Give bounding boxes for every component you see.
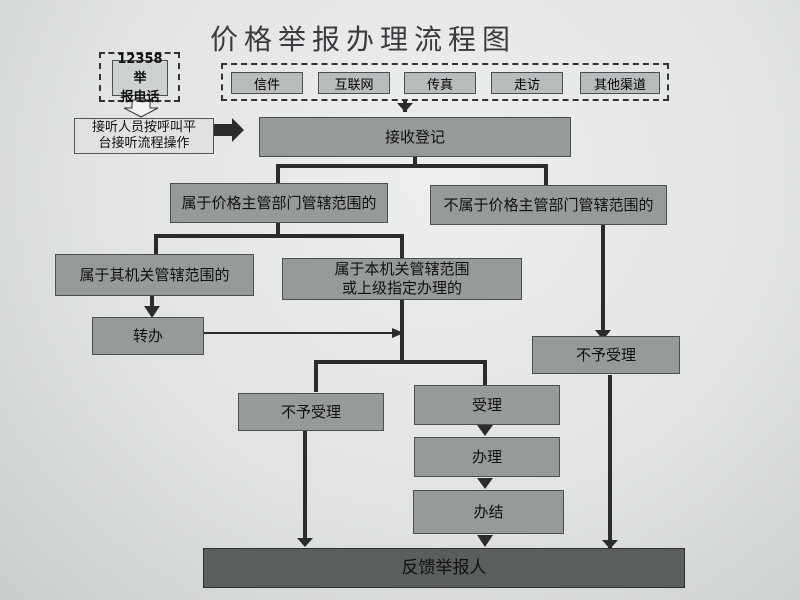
channel-fax: 传真 (404, 72, 476, 94)
receive-box: 接收登记 (259, 117, 571, 157)
in-scope-box: 属于价格主管部门管辖范围的 (170, 183, 388, 223)
channel-internet: 互联网 (318, 72, 390, 94)
finish-box: 办结 (413, 490, 564, 534)
accept-box: 受理 (414, 385, 560, 425)
handle-box: 办理 (414, 437, 560, 477)
channel-other: 其他渠道 (580, 72, 660, 94)
other-org-box: 属于其机关管辖范围的 (55, 254, 254, 296)
hotline-box: 12358举 报电话 (112, 52, 168, 105)
reject-mid-box: 不予受理 (238, 393, 384, 431)
own-org-box: 属于本机关管辖范围 或上级指定办理的 (282, 258, 522, 300)
feedback-box: 反馈举报人 (203, 548, 685, 588)
reject-right-box: 不予受理 (532, 336, 680, 374)
transfer-box: 转办 (92, 317, 204, 355)
page-title: 价格举报办理流程图 (210, 23, 517, 56)
channels-dashed-frame (221, 63, 669, 101)
out-scope-box: 不属于价格主管部门管辖范围的 (430, 185, 667, 225)
channel-letter: 信件 (231, 72, 303, 94)
channel-visit: 走访 (491, 72, 563, 94)
hotline-dashed-frame (99, 52, 180, 102)
operator-note: 接听人员按呼叫平 台接听流程操作 (74, 118, 214, 154)
